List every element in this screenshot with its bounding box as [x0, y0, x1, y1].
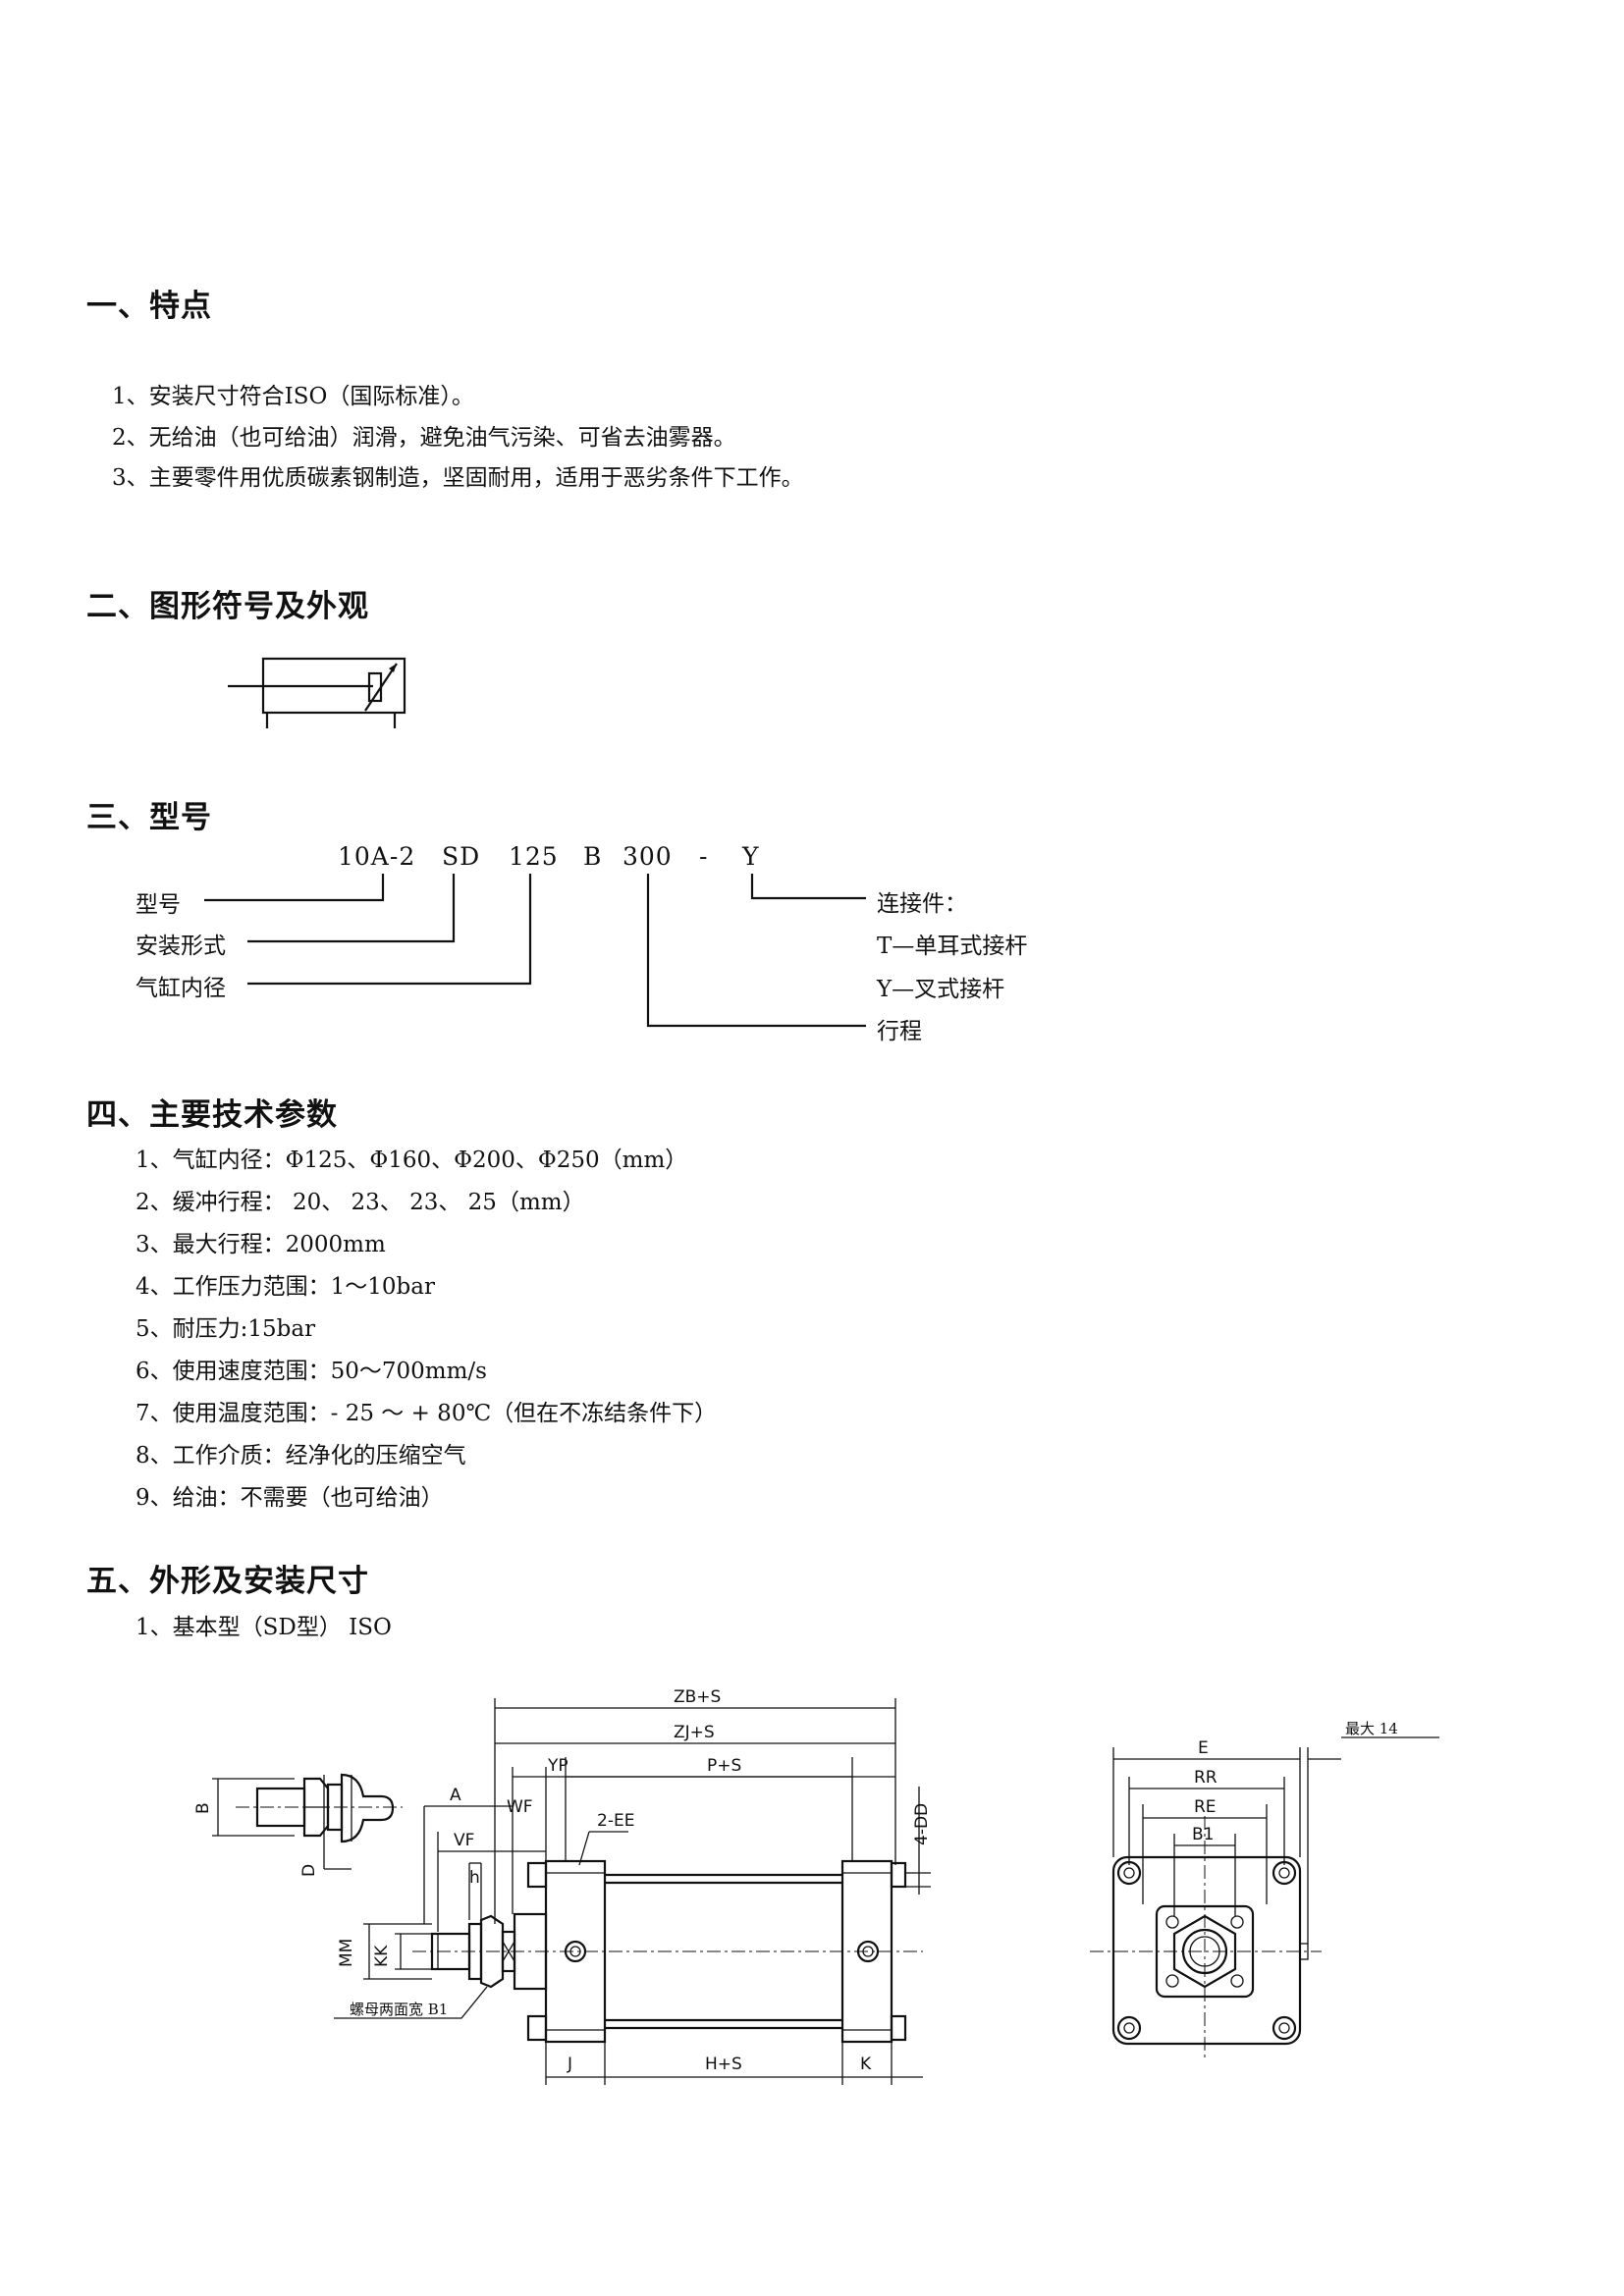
front-view-dimensions: [1112, 1736, 1439, 1944]
label-connector: 连接件：: [877, 891, 967, 917]
code-stroke: 300: [623, 842, 673, 871]
dim-dd-label: 4-DD: [912, 1803, 932, 1845]
spec-item-7: 7、使用温度范围：- 25 ～ + 80℃（但在不冻结条件下）: [135, 1401, 718, 1426]
label-connector-t: T—单耳式接杆: [877, 934, 1028, 959]
cylinder-front-view: [1090, 1816, 1322, 2061]
feature-item-1: 1、安装尺寸符合ISO（国际标准）。: [112, 384, 474, 409]
dim-vf-label: VF: [454, 1831, 474, 1850]
spec-item-6: 6、使用速度范围：50～700mm/s: [135, 1359, 487, 1384]
dim-zbs-label: ZB+S: [674, 1687, 721, 1707]
code-mount: SD: [442, 842, 481, 871]
dim-ps-label: P+S: [707, 1756, 741, 1776]
cylinder-side-view: [412, 1859, 923, 2044]
feature-item-2: 2、无给油（也可给油）润滑，避免油气污染、可省去油雾器。: [112, 425, 736, 451]
section-title-symbol: 二、图形符号及外观: [86, 589, 369, 624]
label-stroke: 行程: [877, 1019, 922, 1044]
code-b: B: [583, 842, 603, 871]
label-model: 型号: [135, 892, 181, 918]
spec-item-8: 8、工作介质：经净化的压缩空气: [135, 1443, 466, 1468]
dim-ee-label: 2-EE: [597, 1811, 634, 1831]
dim-e-label: E: [1198, 1738, 1209, 1758]
section-title-features: 一、特点: [86, 289, 212, 324]
dim-zjs-label: ZJ+S: [674, 1723, 715, 1742]
dim-hs-label: H+S: [705, 2055, 742, 2074]
spec-item-2: 2、缓冲行程： 20、 23、 23、 25（mm）: [135, 1190, 585, 1215]
side-view-dimensions: [334, 1698, 931, 2085]
max-14-label: 最大 14: [1345, 1720, 1398, 1737]
label-bore: 气缸内径: [135, 976, 226, 1001]
rod-end-detail: [212, 1773, 403, 1870]
dim-a-label: A: [450, 1786, 461, 1805]
dim-j-label: J: [567, 2055, 572, 2074]
code-connector: Y: [742, 842, 760, 871]
dim-wf-label: WF: [507, 1797, 533, 1817]
spec-item-4: 4、工作压力范围：1～10bar: [135, 1274, 435, 1300]
section-title-model: 三、型号: [86, 800, 212, 835]
dim-d-label: D: [299, 1864, 319, 1877]
label-connector-y: Y—叉式接杆: [877, 977, 1005, 1002]
spec-item-3: 3、最大行程：2000mm: [135, 1232, 386, 1257]
spec-item-9: 9、给油：不需要（也可给油）: [135, 1485, 444, 1511]
spec-item-1: 1、气缸内径：Φ125、Φ160、Φ200、Φ250（mm）: [135, 1148, 688, 1173]
subsection-basic-type: 1、基本型（SD型） ISO: [135, 1615, 392, 1640]
spec-item-5: 5、耐压力:15bar: [135, 1316, 316, 1342]
dim-h-label: h: [469, 1868, 480, 1888]
label-mount: 安装形式: [135, 934, 226, 959]
section-title-dimensions: 五、外形及安装尺寸: [86, 1564, 369, 1599]
feature-item-3: 3、主要零件用优质碳素钢制造，坚固耐用，适用于恶劣条件下工作。: [112, 465, 804, 491]
dim-rr-label: RR: [1194, 1768, 1218, 1788]
dim-re-label: RE: [1194, 1797, 1217, 1817]
code-dash: -: [699, 842, 709, 871]
code-bore: 125: [509, 842, 559, 871]
dim-kk-label: KK: [372, 1945, 392, 1967]
section-title-specs: 四、主要技术参数: [86, 1097, 338, 1133]
code-series: 10A-2: [338, 842, 416, 871]
dim-mm-label: MM: [337, 1939, 356, 1967]
nut-width-label: 螺母两面宽 B1: [350, 2001, 448, 2018]
dim-yp-label: YP: [547, 1756, 568, 1776]
dim-b-label: B: [193, 1802, 213, 1814]
dim-k-label: K: [860, 2055, 872, 2074]
dim-b1-label: B1: [1192, 1825, 1214, 1844]
